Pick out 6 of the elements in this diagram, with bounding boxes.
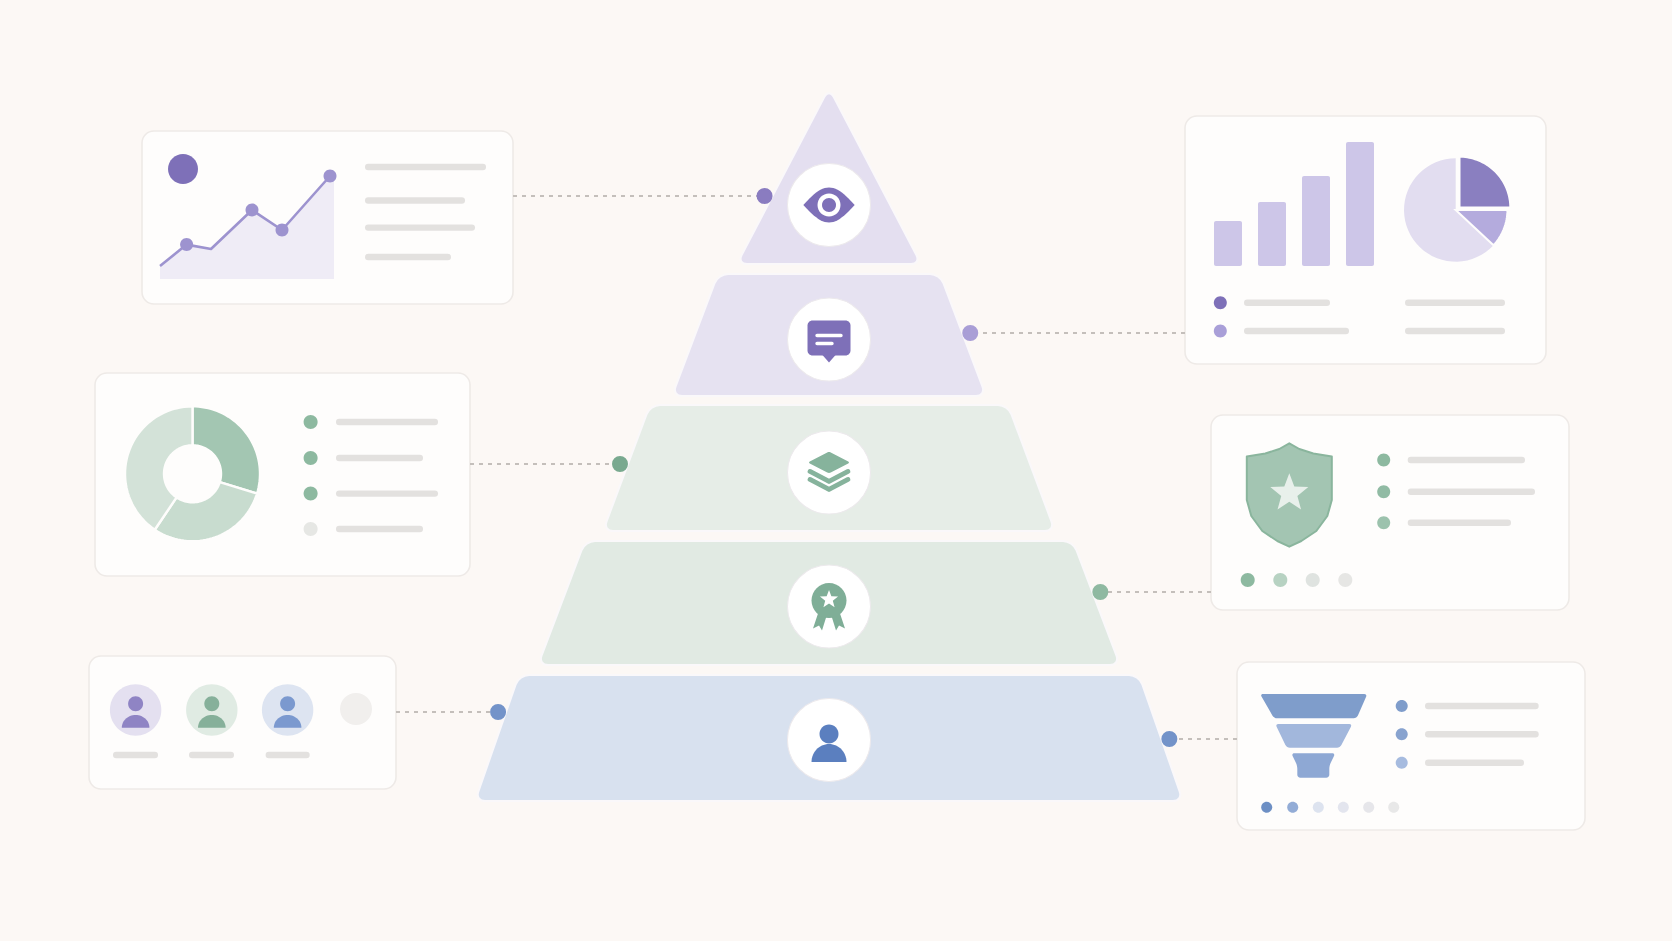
- connector: [1161, 731, 1238, 747]
- connector: [1092, 584, 1212, 600]
- connector: [962, 325, 1186, 341]
- connector: [395, 704, 507, 720]
- connector: [469, 456, 628, 472]
- connector: [512, 188, 773, 204]
